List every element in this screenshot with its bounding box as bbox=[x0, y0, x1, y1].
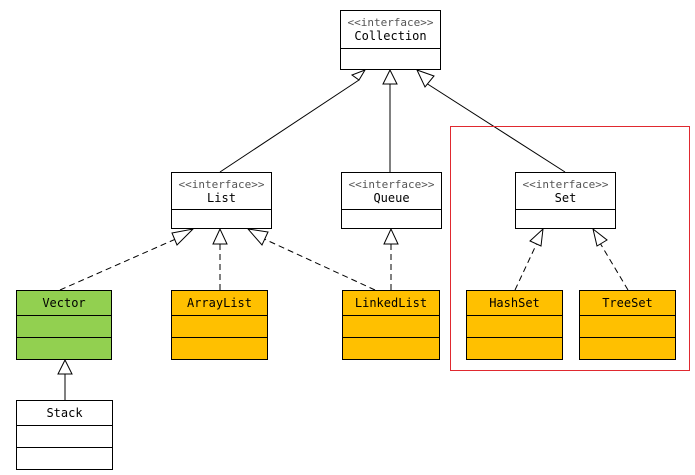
operations-compartment bbox=[17, 448, 112, 469]
name-compartment: Stack bbox=[17, 401, 112, 426]
interface-name: List bbox=[207, 190, 236, 205]
vector-class-box[interactable]: Vector bbox=[16, 290, 112, 360]
stereotype-label: <<interface>> bbox=[348, 177, 435, 191]
attributes-compartment bbox=[17, 426, 112, 448]
hashset-class-box[interactable]: HashSet bbox=[466, 290, 563, 360]
operations-compartment bbox=[17, 338, 111, 359]
name-compartment: TreeSet bbox=[580, 291, 675, 316]
set-interface-box[interactable]: <<interface>> Set bbox=[515, 172, 616, 229]
attributes-compartment bbox=[343, 316, 439, 338]
name-compartment: ArrayList bbox=[172, 291, 267, 316]
treeset-to-set-realization bbox=[592, 227, 629, 291]
realization-arrowhead bbox=[592, 227, 608, 247]
members-compartment bbox=[341, 49, 440, 69]
arraylist-to-list-realization bbox=[212, 227, 228, 290]
name-compartment: <<interface>> Queue bbox=[342, 173, 441, 210]
queue-interface-box[interactable]: <<interface>> Queue bbox=[341, 172, 442, 229]
generalization-arrowhead bbox=[382, 68, 398, 85]
linkedlist-to-queue-realization bbox=[383, 227, 399, 290]
list-interface-box[interactable]: <<interface>> List bbox=[171, 172, 272, 229]
members-compartment bbox=[516, 210, 615, 228]
hashset-to-set-realization bbox=[514, 227, 544, 291]
realization-arrowhead bbox=[383, 227, 399, 245]
stereotype-label: <<interface>> bbox=[522, 177, 609, 191]
treeset-class-box[interactable]: TreeSet bbox=[579, 290, 676, 360]
members-compartment bbox=[172, 210, 271, 228]
realization-arrowhead bbox=[529, 227, 544, 247]
operations-compartment bbox=[467, 338, 562, 359]
operations-compartment bbox=[580, 338, 675, 359]
collection-interface-box[interactable]: <<interface>> Collection bbox=[340, 10, 441, 70]
name-compartment: LinkedList bbox=[343, 291, 439, 316]
interface-name: Queue bbox=[373, 190, 410, 205]
set-to-collection-generalization bbox=[416, 69, 566, 173]
interface-name: Collection bbox=[354, 29, 427, 43]
generalization-arrowhead bbox=[57, 358, 73, 375]
class-name: Vector bbox=[42, 296, 86, 310]
name-compartment: HashSet bbox=[467, 291, 562, 316]
name-compartment: <<interface>> Collection bbox=[341, 11, 440, 49]
class-name: Stack bbox=[46, 406, 83, 420]
members-compartment bbox=[342, 210, 441, 228]
linkedlist-to-list-realization bbox=[246, 228, 376, 291]
stack-to-vector-generalization bbox=[57, 358, 73, 400]
class-name: LinkedList bbox=[354, 296, 428, 310]
attributes-compartment bbox=[580, 316, 675, 338]
vector-to-list-realization bbox=[59, 228, 195, 291]
stack-class-box[interactable]: Stack bbox=[16, 400, 113, 470]
name-compartment: Vector bbox=[17, 291, 111, 316]
class-name: HashSet bbox=[489, 296, 540, 310]
class-name: ArrayList bbox=[186, 296, 253, 310]
operations-compartment bbox=[172, 338, 267, 359]
operations-compartment bbox=[343, 338, 439, 359]
queue-to-collection-generalization bbox=[382, 68, 398, 172]
stereotype-label: <<interface>> bbox=[347, 16, 434, 29]
name-compartment: <<interface>> Set bbox=[516, 173, 615, 210]
interface-name: Set bbox=[554, 190, 577, 205]
attributes-compartment bbox=[172, 316, 267, 338]
stereotype-label: <<interface>> bbox=[178, 177, 265, 191]
realization-arrowhead bbox=[171, 228, 195, 246]
realization-arrowhead bbox=[246, 228, 269, 246]
name-compartment: <<interface>> List bbox=[172, 173, 271, 210]
attributes-compartment bbox=[17, 316, 111, 338]
class-name: TreeSet bbox=[602, 296, 653, 310]
arraylist-class-box[interactable]: ArrayList bbox=[171, 290, 268, 360]
attributes-compartment bbox=[467, 316, 562, 338]
list-to-collection-generalization bbox=[219, 69, 367, 173]
linkedlist-class-box[interactable]: LinkedList bbox=[342, 290, 440, 360]
realization-arrowhead bbox=[212, 227, 228, 245]
generalization-arrowhead bbox=[416, 69, 435, 88]
generalization-arrowhead bbox=[350, 69, 367, 81]
set-group-highlight-frame bbox=[450, 126, 690, 371]
